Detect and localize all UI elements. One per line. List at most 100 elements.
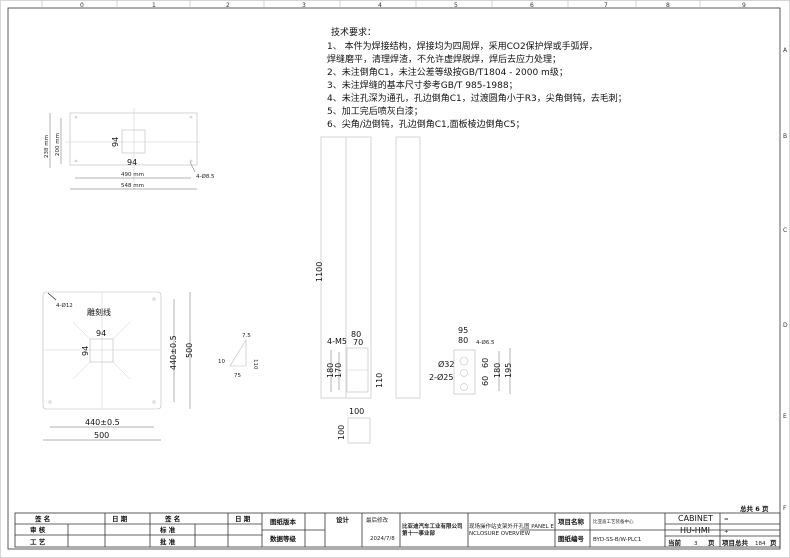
- project-name-label: 项目名称: [558, 517, 585, 526]
- top-plate-view: 238 mm 200 mm 94 94 490 mm 548 mm 4-Ø8.5: [44, 108, 215, 190]
- cabinet-label: CABINET: [678, 514, 713, 523]
- page-unit: 页: [770, 539, 777, 547]
- dim-label: 490 mm: [121, 172, 144, 178]
- date-header: 日 期: [235, 514, 251, 523]
- process-label: 工 艺: [30, 537, 46, 546]
- requirement-line: 3、未注焊缝的基本尺寸参考GB/T 985-1988；: [327, 79, 518, 91]
- dim-label: 180: [493, 363, 502, 378]
- dim-label: 440±0.5: [85, 418, 120, 427]
- ruler-col: 5: [454, 2, 458, 9]
- dim-label: 94: [111, 137, 120, 147]
- dim-label: 500: [94, 431, 109, 440]
- dim-label: 60: [481, 358, 490, 368]
- dim-label: 1100: [315, 262, 324, 282]
- requirement-line: 6、尖角/边倒钝，孔边倒角C1,面板棱边倒角C5；: [327, 118, 525, 130]
- bracket-view: 80 70 4-M5 180 170 110: [326, 330, 384, 393]
- dim-label: 95: [458, 326, 468, 335]
- dim-label: 80: [351, 330, 361, 339]
- data-level-label: 数据等级: [270, 534, 297, 543]
- ruler-col: 8: [666, 2, 670, 9]
- dim-label: 4-M5: [327, 337, 347, 346]
- dim-label: Ø32: [438, 359, 454, 369]
- ruler-col: 6: [530, 2, 534, 9]
- project-name: 比亚迪工艺装备中心: [593, 518, 634, 525]
- dim-label: 200 mm: [55, 133, 61, 156]
- requirement-line: 焊缝磨平，清理焊渣，不允许虚焊脱焊，焊后去应力处理；: [327, 53, 561, 65]
- dim-label: 100: [337, 425, 346, 440]
- requirement-line: 2、未注倒角C1，未注公差等级按GB/T1804 - 2000 m级；: [327, 66, 568, 78]
- ruler-col: 0: [80, 2, 84, 9]
- column-view: 1100: [315, 136, 421, 399]
- dim-label: 170: [334, 363, 343, 378]
- rib-view: 7.5 110 10 75: [218, 333, 258, 379]
- design-label: 设计: [336, 515, 350, 524]
- drawing-no: BYD-SS-B/W-PLC1: [593, 537, 641, 543]
- division-name: 第十一事业部: [402, 529, 436, 537]
- dim-label: 94: [81, 346, 90, 356]
- requirement-line: 1、 本件为焊接结构，焊接均为四周焊，采用CO2保护焊或手弧焊，: [327, 40, 598, 52]
- dim-label: 94: [96, 329, 106, 338]
- dim-label: 80: [458, 336, 468, 345]
- ruler-row: F: [783, 505, 787, 512]
- drawing-title: NCLOSURE OVERVIEW: [469, 531, 531, 537]
- ruler-col: 4: [378, 2, 382, 9]
- last-modified-label: 最后修改: [366, 516, 389, 524]
- dim-label: 2-Ø25: [429, 372, 453, 382]
- sign-header: 签 名: [34, 514, 50, 523]
- dim-label: 10: [218, 359, 225, 365]
- total-sheets: 总共 6 页: [740, 504, 769, 513]
- inner-border: [7, 7, 781, 550]
- drawing-version-label: 图纸版本: [270, 517, 297, 526]
- dim-label: 7.5: [242, 333, 251, 339]
- current-label: 当前: [668, 538, 682, 547]
- dim-label: 4-Ø6.5: [476, 339, 495, 346]
- column-ruler: 0 1 2 3 4 5 6 7 8 9: [41, 0, 746, 9]
- ruler-row: A: [783, 47, 788, 54]
- dim-label: 100: [349, 407, 364, 416]
- page-unit: 页: [708, 539, 715, 547]
- dim-label: 60: [481, 376, 490, 386]
- ruler-col: 1: [152, 2, 156, 9]
- dim-label: 195: [504, 363, 513, 378]
- ruler-row: B: [783, 133, 787, 140]
- date-header: 日 期: [112, 514, 128, 523]
- ruler-row: D: [783, 322, 788, 329]
- row-ruler: A B C D E F: [783, 47, 788, 512]
- project-total-pages: 184: [755, 541, 766, 547]
- dim-label: 500: [185, 343, 194, 358]
- requirement-line: 4、未注孔深为通孔，孔边倒角C1，过渡圆角小于R3，尖角倒钝，去毛刺；: [327, 92, 627, 104]
- dim-label: 440±0.5: [169, 335, 178, 370]
- dim-label: 110: [375, 373, 384, 388]
- dim-label: 4-Ø12: [56, 302, 73, 309]
- ruler-row: E: [783, 413, 787, 420]
- ruler-col: 3: [302, 2, 306, 9]
- engrave-line-label: 雕刻线: [87, 307, 111, 317]
- requirement-line: 5、加工完后喷灰白漆；: [327, 105, 423, 117]
- dim-label: 548 mm: [121, 183, 144, 189]
- drawing-no-label: 图纸编号: [558, 534, 585, 543]
- review-label: 审 核: [30, 525, 46, 534]
- hmi-label: HU-HMI: [680, 526, 710, 535]
- dim-label: 94: [127, 158, 137, 167]
- modified-date: 2024/7/8: [370, 536, 395, 542]
- square-view: 100 100: [337, 407, 371, 444]
- title-block: 总共 6 页 签 名 日 期 签 名 日 期 审 核 工 艺 标 准 批 准 图…: [14, 504, 781, 548]
- dim-label: 75: [234, 373, 241, 379]
- company-name: 比亚迪汽车工业有限公司: [402, 522, 463, 530]
- hmi-value: +: [724, 529, 729, 535]
- dim-label: 180: [326, 363, 335, 378]
- dim-label: 4-Ø8.5: [196, 173, 215, 180]
- hole-plate-view: 95 80 4-Ø6.5 Ø32 2-Ø25 60 60 180 195: [429, 326, 513, 395]
- requirements-title: 技术要求：: [331, 26, 376, 38]
- base-plate-view: 4-Ø12 雕刻线 94 94 440±0.5 500 440±0.5 500: [42, 291, 194, 441]
- technical-requirements: 技术要求： 1、 本件为焊接结构，焊接均为四周焊，采用CO2保护焊或手弧焊， 焊…: [327, 26, 627, 130]
- dim-label: 110: [252, 359, 258, 370]
- standard-label: 标 准: [159, 525, 176, 534]
- project-total-label: 项目总共: [722, 538, 749, 547]
- approve-label: 批 准: [160, 537, 176, 546]
- dim-label: 238 mm: [44, 135, 50, 158]
- ruler-col: 9: [742, 2, 746, 9]
- ruler-col: 2: [226, 2, 230, 9]
- dim-label: 70: [353, 338, 363, 347]
